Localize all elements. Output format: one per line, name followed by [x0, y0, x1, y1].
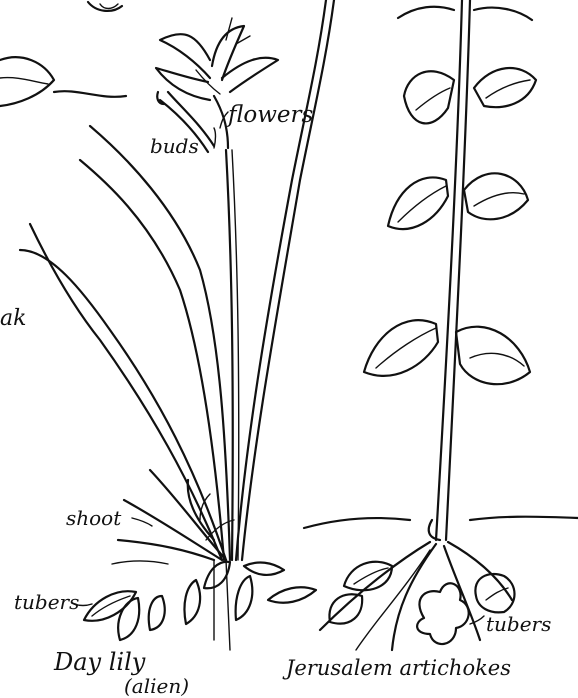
flowers-label: flowers [228, 104, 313, 127]
buds-label: buds [150, 136, 199, 156]
jerusalem-artichoke-plant [320, 0, 536, 650]
top-left-leaf-fragment [88, 2, 122, 11]
artichoke-base [320, 520, 512, 650]
left-edge-label: ak [0, 308, 26, 330]
day-lily-flower [156, 18, 278, 148]
left-background-stalk [0, 57, 126, 106]
ground-line [112, 517, 578, 564]
artichoke-leaves [364, 7, 536, 384]
day-lily-leaves [20, 0, 334, 560]
day-lily-plant [20, 0, 334, 650]
tubers-right-label: tubers [486, 614, 551, 634]
tubers-left-label: tubers [14, 592, 79, 612]
buds-pointer [214, 128, 216, 148]
shoot-pointer [132, 518, 152, 526]
day-lily-tubers [84, 560, 316, 650]
jerusalem-artichokes-label: Jerusalem artichokes [286, 658, 511, 679]
day-lily-label: Day lily [54, 650, 145, 674]
alien-label: (alien) [124, 676, 189, 696]
shoot-label: shoot [66, 508, 121, 528]
